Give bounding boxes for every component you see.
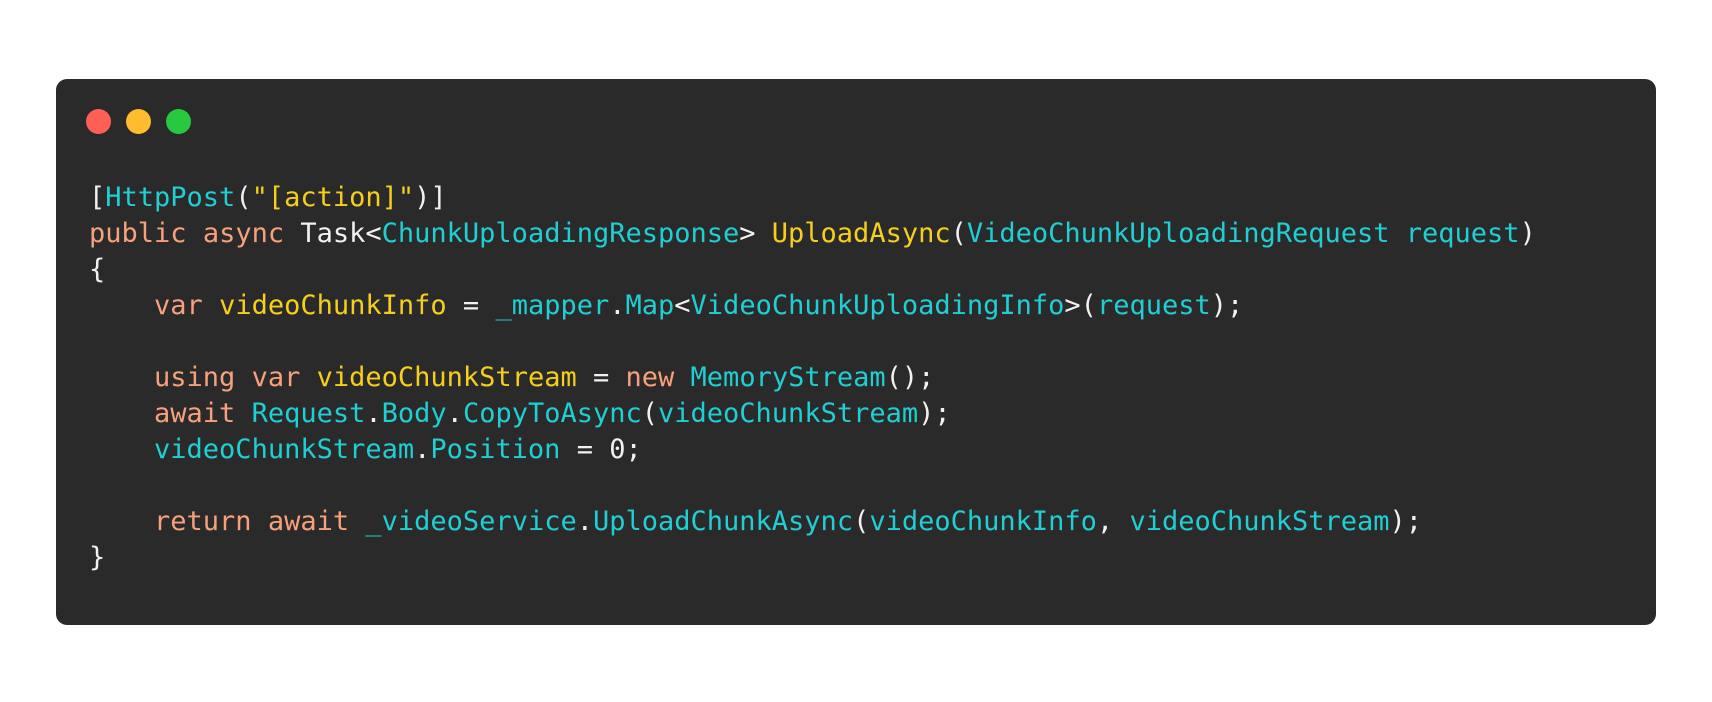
code-token: Task< bbox=[284, 218, 382, 249]
code-token: (); bbox=[885, 362, 935, 393]
code-token: videoChunkStream bbox=[316, 362, 577, 393]
code-token: . bbox=[414, 434, 431, 465]
code-token bbox=[187, 218, 203, 249]
code-token: videoChunkInfo bbox=[219, 290, 447, 321]
code-token bbox=[89, 362, 154, 393]
code-token: ( bbox=[641, 398, 659, 429]
code-token: VideoChunkUploadingInfo bbox=[690, 290, 1065, 321]
code-token: videoChunkStream bbox=[154, 434, 415, 465]
code-token: ) bbox=[1519, 218, 1536, 249]
code-line: { bbox=[89, 252, 1536, 288]
code-line: } bbox=[89, 540, 1536, 576]
code-token: )] bbox=[414, 182, 447, 213]
code-token: "[action]" bbox=[251, 182, 415, 213]
code-token: Map bbox=[625, 290, 675, 321]
code-token: ); bbox=[1210, 290, 1244, 321]
code-token bbox=[1390, 218, 1406, 249]
code-line: return await _videoService.UploadChunkAs… bbox=[89, 504, 1536, 540]
code-token bbox=[235, 398, 251, 429]
code-token: UploadAsync bbox=[771, 218, 951, 249]
code-line: var videoChunkInfo = _mapper.Map<VideoCh… bbox=[89, 288, 1536, 324]
code-token: CopyToAsync bbox=[462, 398, 642, 429]
code-token: , bbox=[1096, 506, 1130, 537]
code-token: VideoChunkUploadingRequest bbox=[966, 218, 1390, 249]
code-token bbox=[300, 362, 316, 393]
code-token: ChunkUploadingResponse bbox=[381, 218, 740, 249]
code-line bbox=[89, 324, 1536, 360]
code-token: _videoService bbox=[365, 506, 577, 537]
code-window: [HttpPost("[action]")]public async Task<… bbox=[56, 79, 1656, 625]
zoom-button[interactable] bbox=[166, 109, 191, 134]
code-token bbox=[89, 398, 154, 429]
code-token: _mapper bbox=[495, 290, 610, 321]
code-token: ); bbox=[1389, 506, 1423, 537]
code-token: 0 bbox=[609, 434, 626, 465]
code-token: return bbox=[154, 506, 252, 537]
code-token bbox=[674, 362, 690, 393]
code-token: using bbox=[154, 362, 236, 393]
code-token: Body bbox=[381, 398, 447, 429]
code-token bbox=[89, 506, 154, 537]
code-token: videoChunkStream bbox=[1129, 506, 1390, 537]
code-block: [HttpPost("[action]")]public async Task<… bbox=[89, 180, 1536, 576]
code-token: public bbox=[89, 218, 187, 249]
code-token: ; bbox=[625, 434, 642, 465]
code-token: ); bbox=[918, 398, 951, 429]
code-token: HttpPost bbox=[105, 182, 236, 213]
code-token: [ bbox=[89, 182, 106, 213]
code-token bbox=[89, 434, 154, 465]
code-token: > bbox=[739, 218, 772, 249]
code-token: >( bbox=[1064, 290, 1097, 321]
code-token: await bbox=[154, 398, 236, 429]
code-token: MemoryStream bbox=[690, 362, 886, 393]
code-token bbox=[252, 506, 268, 537]
code-token: = bbox=[446, 290, 496, 321]
code-line: [HttpPost("[action]")] bbox=[89, 180, 1536, 216]
code-token: var bbox=[251, 362, 301, 393]
code-token: request bbox=[1405, 218, 1520, 249]
code-token: { bbox=[89, 254, 106, 285]
code-token: videoChunkInfo bbox=[869, 506, 1097, 537]
code-line: using var videoChunkStream = new MemoryS… bbox=[89, 360, 1536, 396]
code-token bbox=[235, 362, 251, 393]
code-token: . bbox=[576, 506, 593, 537]
code-line: await Request.Body.CopyToAsync(videoChun… bbox=[89, 396, 1536, 432]
code-token: Request bbox=[251, 398, 366, 429]
code-token: . bbox=[365, 398, 382, 429]
code-token: = bbox=[576, 362, 626, 393]
code-token: ( bbox=[235, 182, 252, 213]
code-token: var bbox=[154, 290, 203, 321]
code-token: request bbox=[1096, 290, 1211, 321]
code-line: public async Task<ChunkUploadingResponse… bbox=[89, 216, 1536, 252]
close-button[interactable] bbox=[86, 109, 111, 134]
code-token: videoChunkStream bbox=[658, 398, 919, 429]
code-token bbox=[89, 290, 154, 321]
code-token: < bbox=[674, 290, 691, 321]
window-controls bbox=[86, 109, 191, 134]
code-token: await bbox=[267, 506, 350, 537]
code-token: = bbox=[560, 434, 610, 465]
code-token bbox=[349, 506, 365, 537]
code-token bbox=[203, 290, 219, 321]
code-line: videoChunkStream.Position = 0; bbox=[89, 432, 1536, 468]
code-line bbox=[89, 468, 1536, 504]
code-token: ( bbox=[853, 506, 870, 537]
code-token: UploadChunkAsync bbox=[592, 506, 854, 537]
minimize-button[interactable] bbox=[126, 109, 151, 134]
code-token: . bbox=[446, 398, 463, 429]
code-token: async bbox=[202, 218, 285, 249]
code-token: new bbox=[625, 362, 675, 393]
code-token: } bbox=[89, 542, 106, 573]
code-token: . bbox=[609, 290, 626, 321]
code-token: ( bbox=[950, 218, 967, 249]
code-token: Position bbox=[430, 434, 561, 465]
